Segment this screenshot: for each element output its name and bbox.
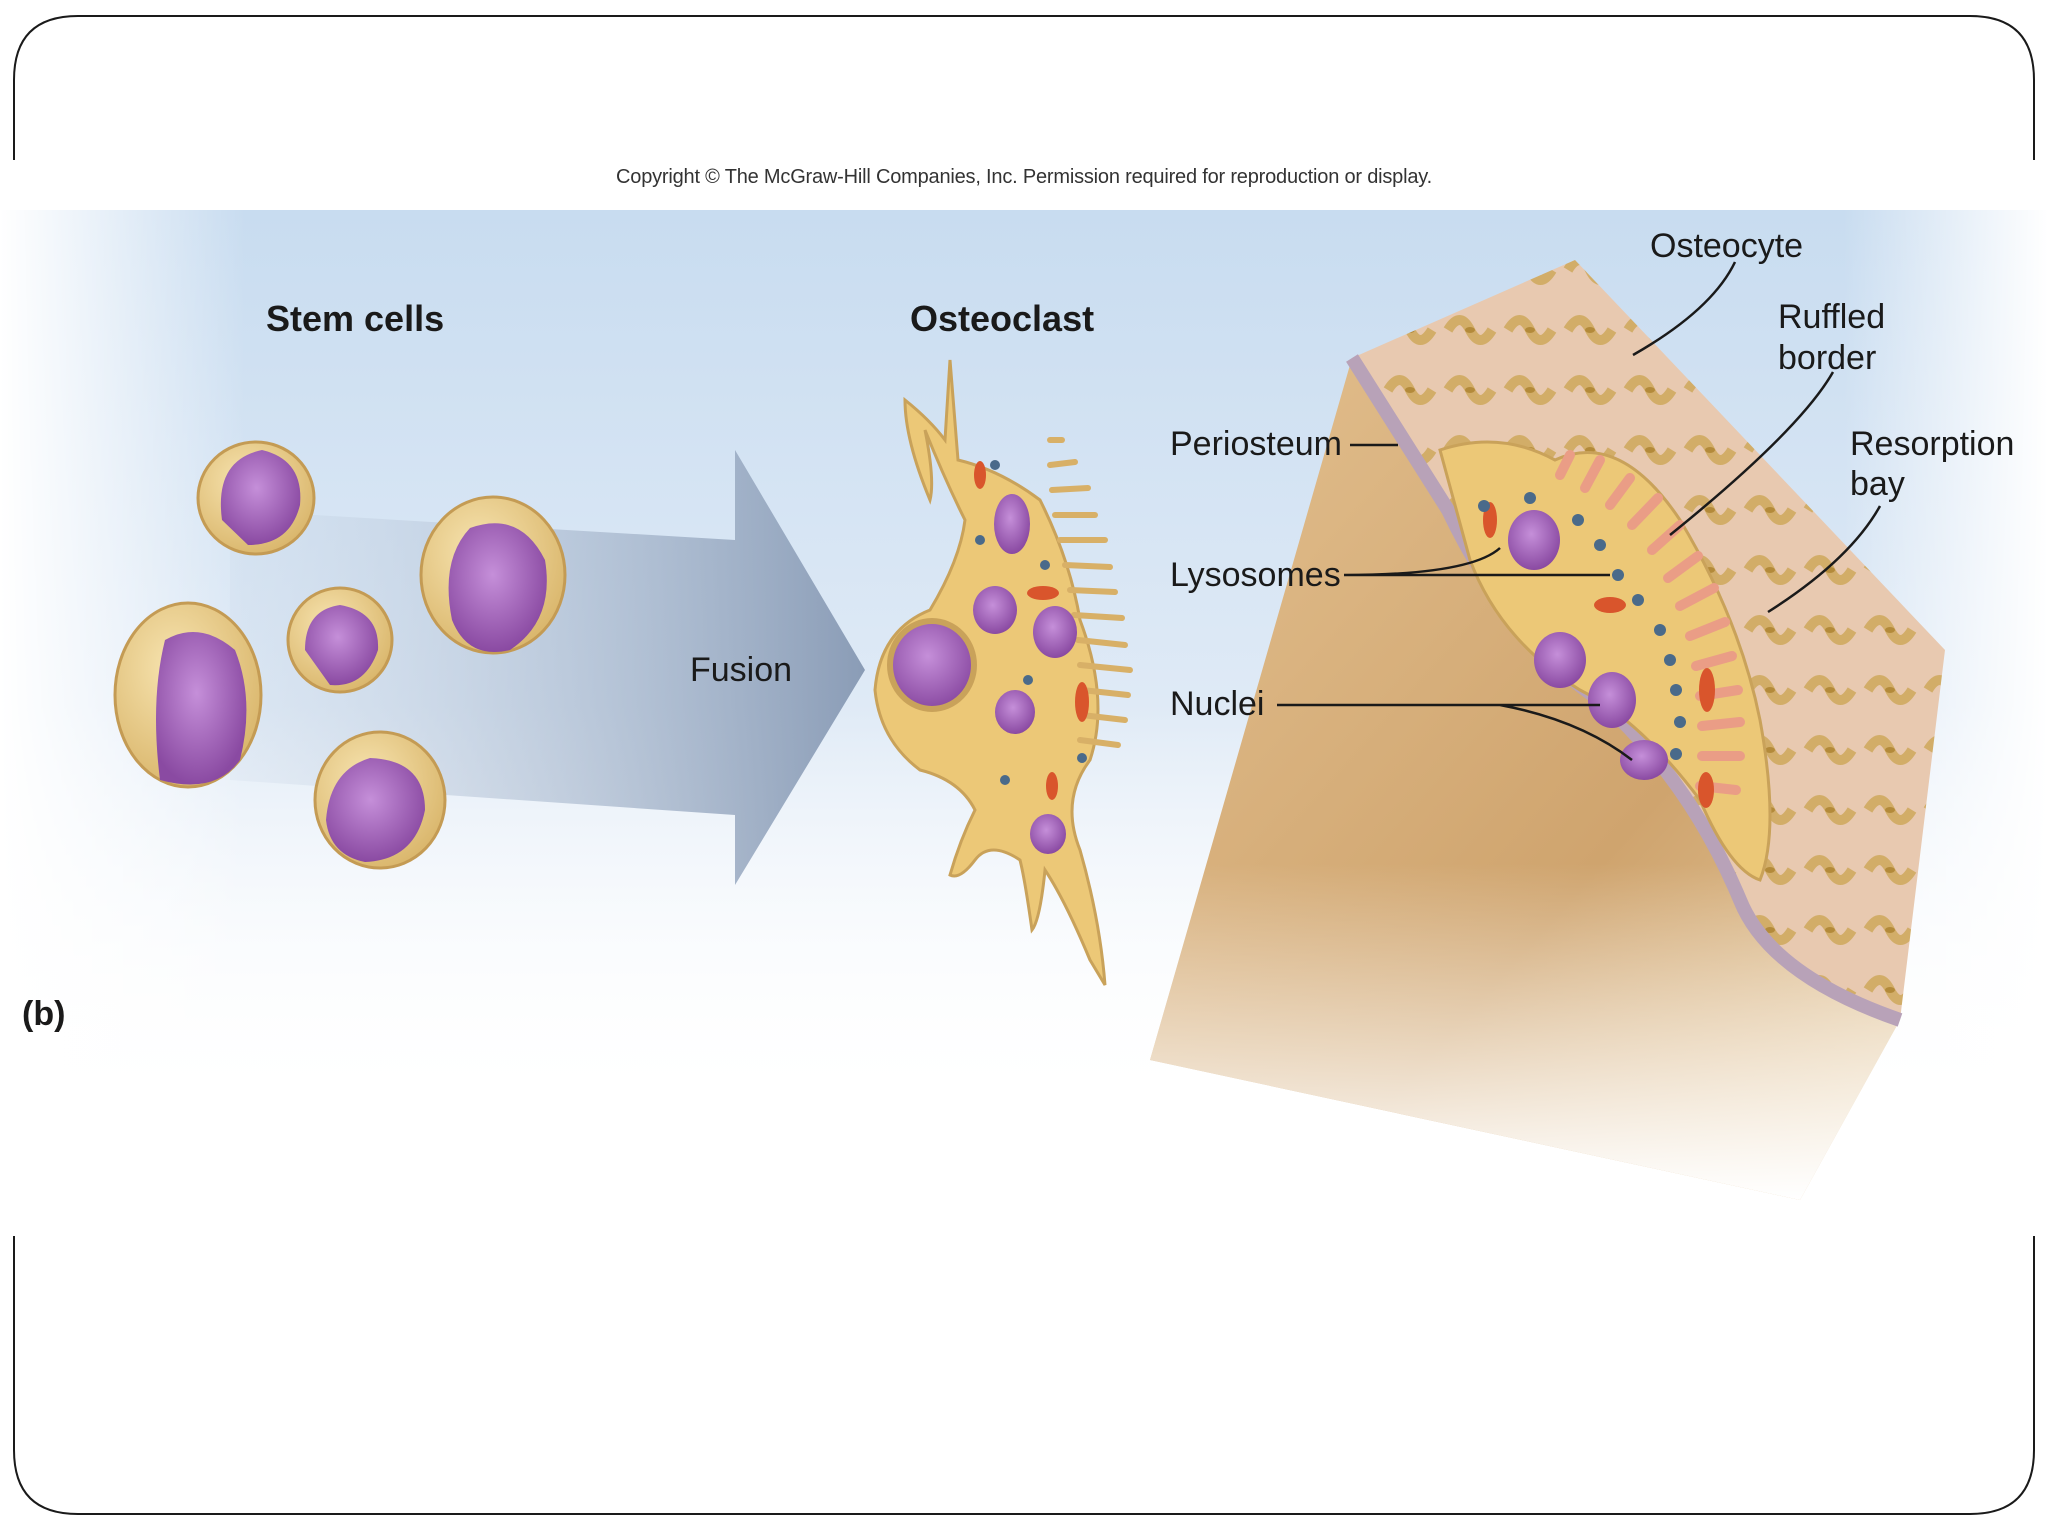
osteoclast-lysosomes — [975, 460, 1087, 785]
stem-cell — [196, 440, 316, 556]
nuclei-label: Nuclei — [1170, 685, 1265, 723]
osteoclast-cell — [873, 359, 1133, 986]
stem-cell-group — [113, 440, 567, 870]
periosteum-label: Periosteum — [1170, 425, 1342, 463]
slide-frame-top — [13, 15, 2035, 160]
lysosomes-label: Lysosomes — [1170, 556, 1341, 594]
leader-lines — [1277, 261, 1882, 761]
osteoclast-nuclei — [887, 494, 1077, 854]
slide-frame-bottom — [13, 1236, 2035, 1515]
stem-cell — [419, 495, 567, 655]
ruffled-border-label-line2: border — [1778, 339, 1877, 377]
osteocyte-label: Osteocyte — [1650, 227, 1804, 265]
ruffled-border-leader — [1669, 371, 1835, 536]
lysosomes-leader — [1343, 547, 1610, 577]
osteocyte-leader — [1632, 261, 1737, 357]
resorption-bay-label-line2: bay — [1850, 465, 1905, 503]
panel-label: (b) — [22, 995, 66, 1033]
osteoclast-ruffled-edge — [1047, 437, 1133, 748]
fusion-label: Fusion — [690, 651, 793, 689]
bone-lysosomes — [1478, 492, 1686, 760]
resorption-bay-leader — [1767, 505, 1882, 614]
stem-cell — [113, 601, 263, 789]
ruffled-border-label-line1: Ruffled — [1778, 298, 1886, 336]
stem-cell — [286, 586, 394, 694]
osteoclast-heading: Osteoclast — [910, 298, 1095, 339]
stem-cells-heading: Stem cells — [266, 298, 445, 339]
osteoclast-mitochondria — [974, 461, 1089, 800]
bone-section — [1150, 260, 1945, 1200]
nuclei-leader — [1277, 703, 1633, 761]
stem-cell — [313, 730, 447, 870]
ruffled-border-villi — [1555, 450, 1745, 795]
bone-osteoclast-nuclei — [1508, 510, 1668, 780]
resorption-bay-label-line1: Resorption — [1850, 425, 2015, 463]
copyright-notice: Copyright © The McGraw-Hill Companies, I… — [616, 166, 1432, 188]
